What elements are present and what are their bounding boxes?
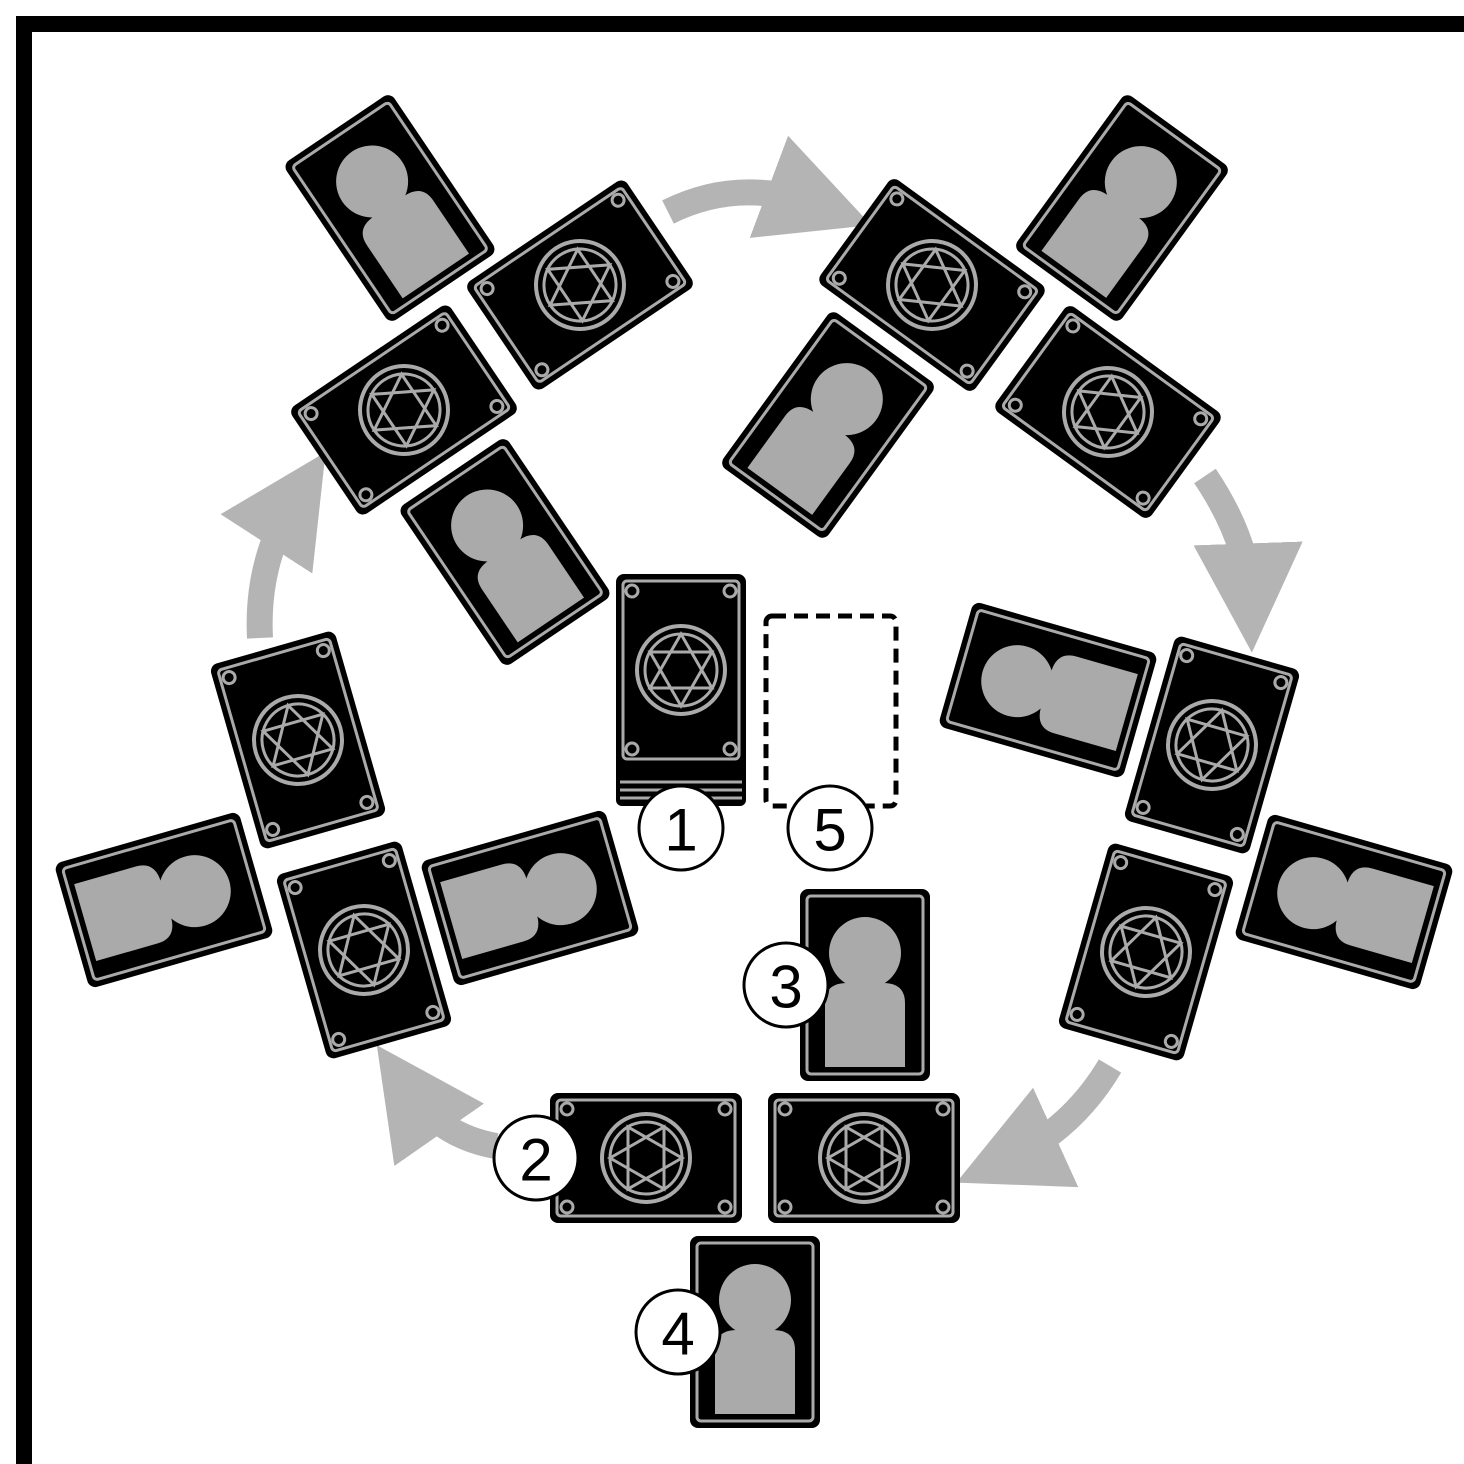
opponent-card-face[interactable] [936,599,1160,781]
label-open-b-text: 4 [661,1301,694,1368]
opponent-card-face[interactable] [280,90,500,326]
arrow-icon [220,452,326,639]
label-deck-text: 1 [664,797,697,864]
arrow-icon [376,1045,499,1167]
opponent-card-back[interactable] [462,175,698,395]
label-open-a: 3 [742,941,830,1029]
own-hand-card[interactable] [766,1091,962,1225]
deck-pile[interactable] [614,572,748,806]
label-open-b: 4 [634,1288,722,1376]
label-discard: 5 [786,784,874,872]
arrow-icon [662,135,872,238]
discard-slot[interactable] [763,613,899,809]
opponent-card-back[interactable] [992,303,1224,521]
opponent-card-face[interactable] [418,807,642,989]
label-discard-text: 5 [813,797,846,864]
opponent-card-face[interactable] [1232,811,1456,993]
arrow-icon [1193,468,1303,653]
label-own-hand-text: 2 [519,1127,552,1194]
seat-top-right [717,90,1233,543]
seat-left [52,627,642,1063]
label-deck: 1 [637,784,725,872]
deck-top-card[interactable] [614,572,748,768]
arrow-icon [956,1059,1122,1188]
label-own-hand: 2 [492,1114,580,1202]
opponent-card-face[interactable] [52,809,276,991]
seat-right [936,599,1456,1065]
opponent-card-face[interactable] [1011,90,1233,326]
label-open-a-text: 3 [769,954,802,1021]
opponent-card-back[interactable] [1055,839,1237,1065]
turn-arrows [220,135,1303,1188]
board-frame [16,16,1464,1464]
